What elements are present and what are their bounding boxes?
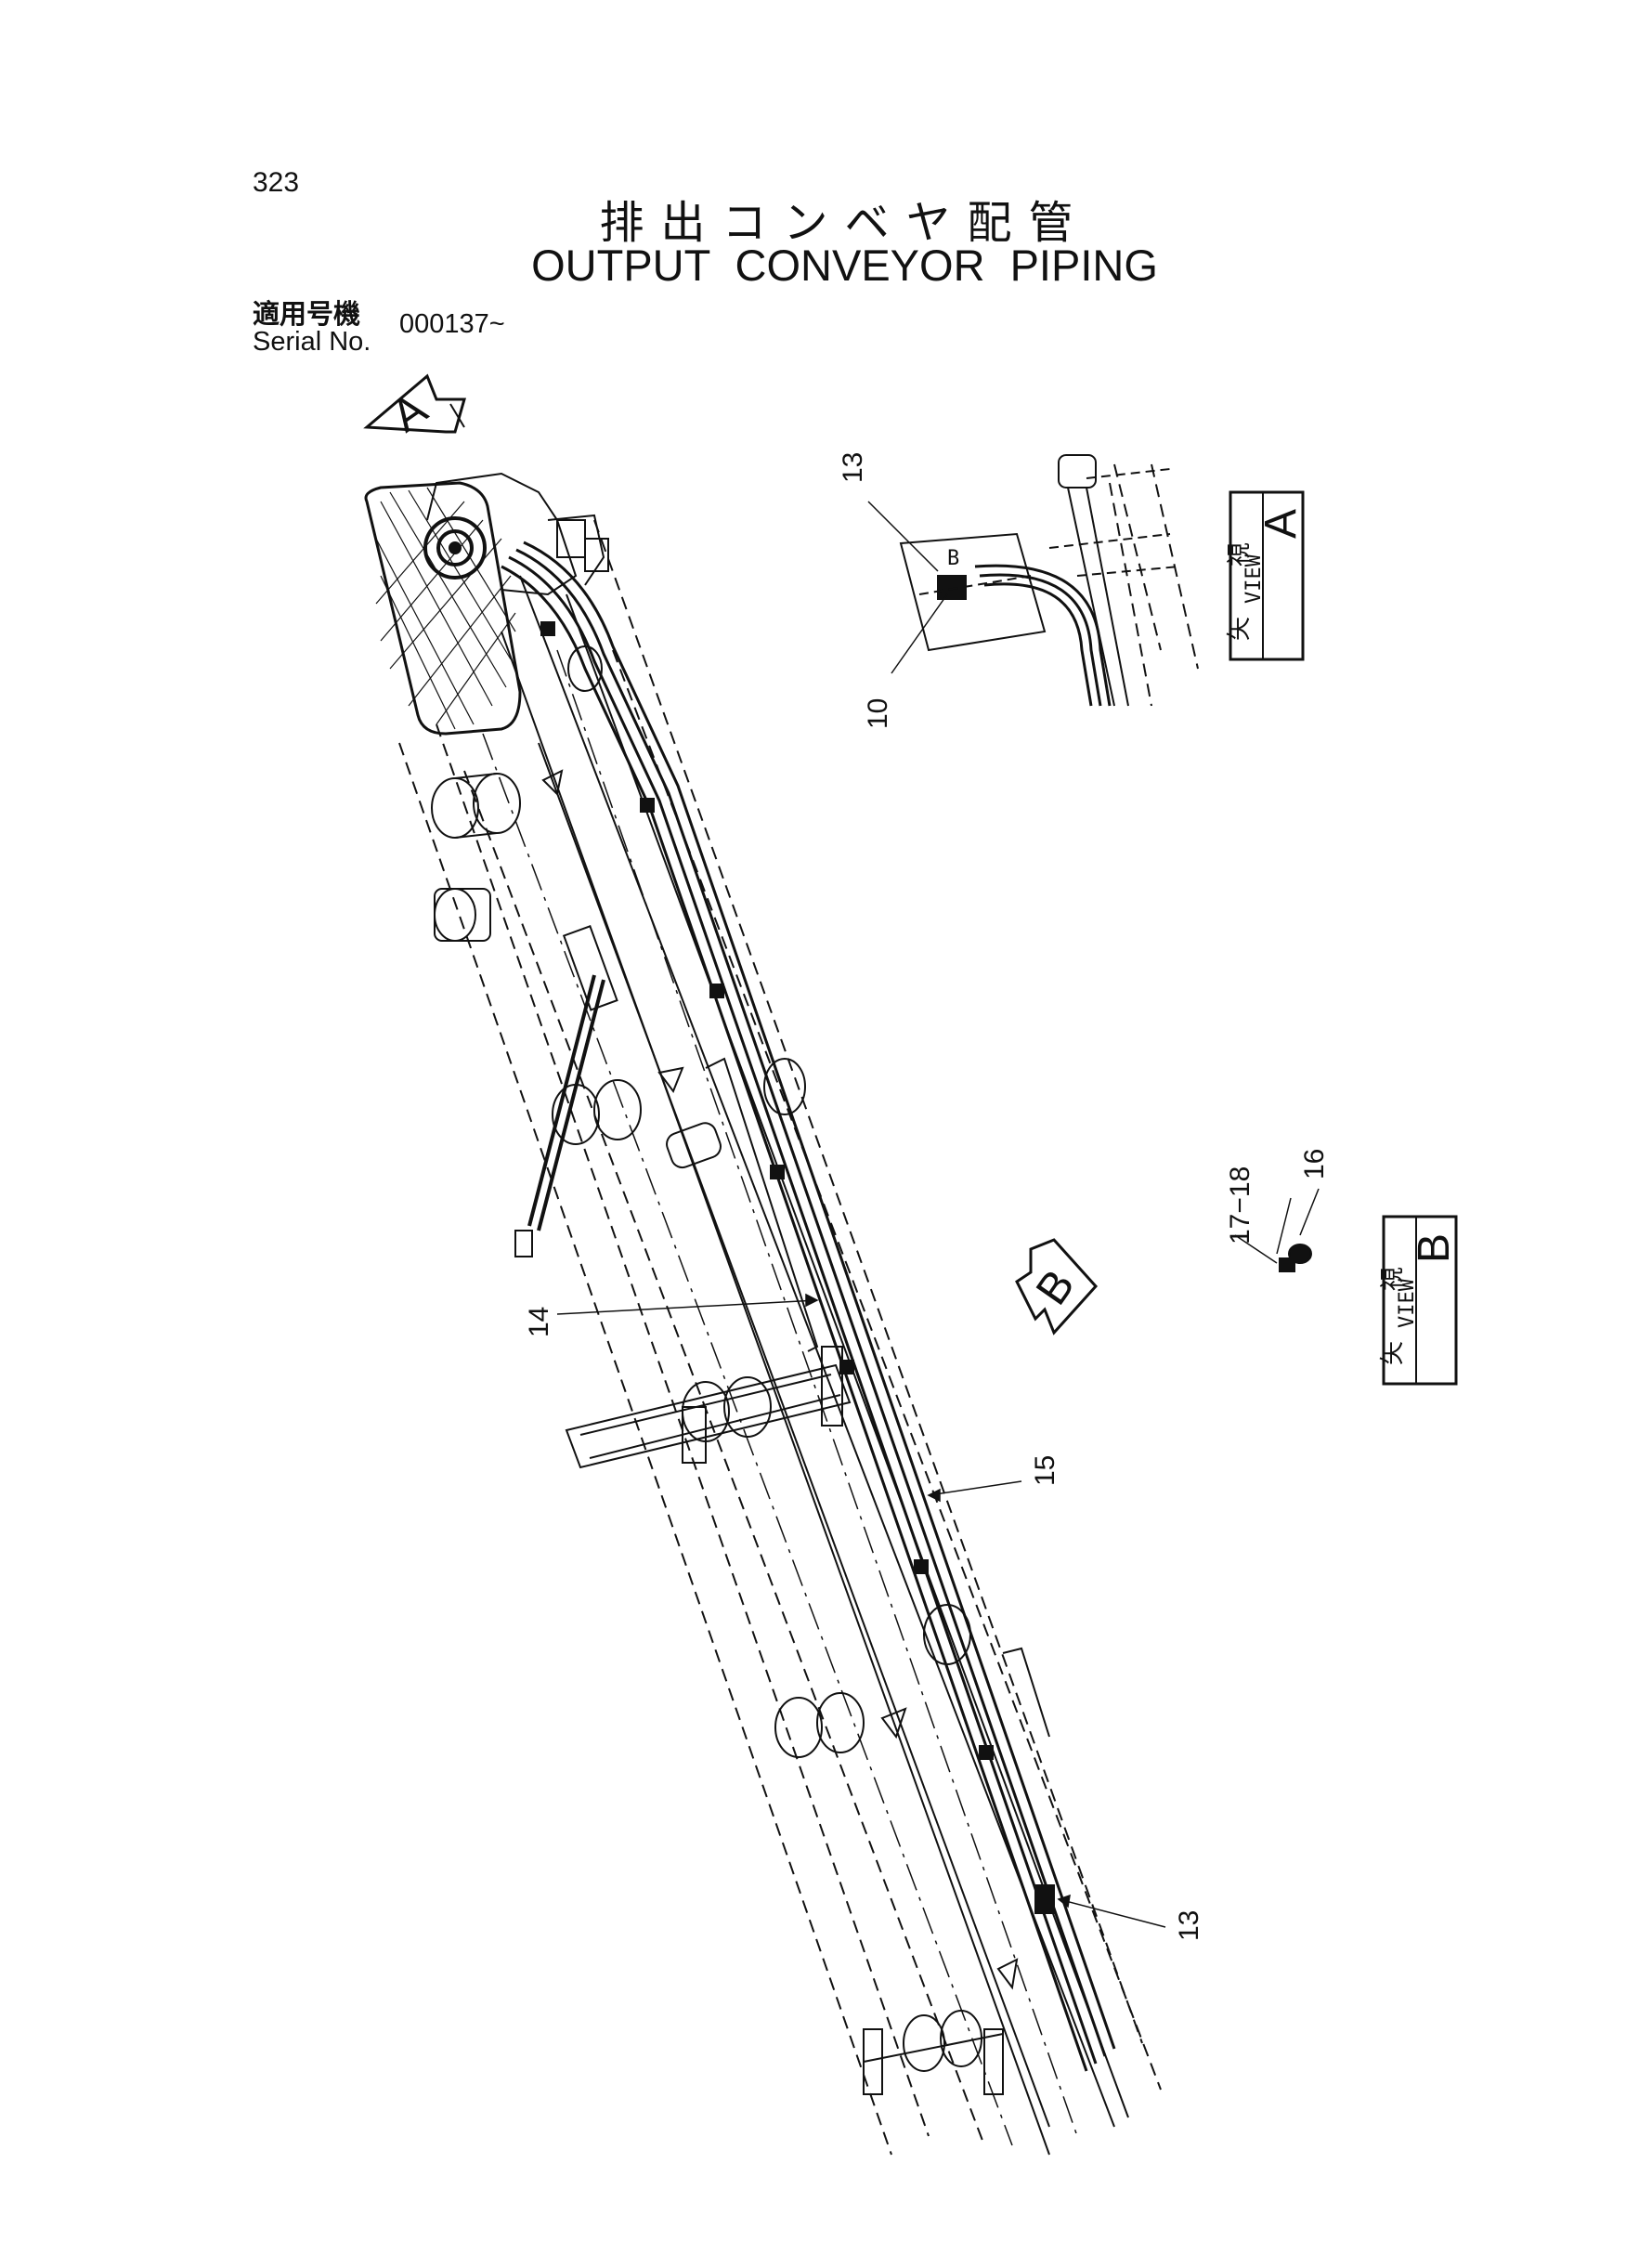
view-a-direction-arrow: A	[363, 373, 466, 442]
callout-leaders	[556, 501, 1320, 1928]
view-a-label-box: 矢 視 VIEW A	[1226, 490, 1306, 661]
view-a-en: VIEW	[1242, 554, 1266, 604]
callout-17-18: 17−18	[1225, 1166, 1255, 1244]
view-b-jp-left: 矢	[1379, 1341, 1407, 1365]
page-title: OUTPUT CONVEYOR PIPING	[531, 241, 1158, 290]
serial-number-range: 000137~	[399, 309, 505, 339]
view-a-letter: A	[1256, 509, 1306, 539]
callout-16: 16	[1299, 1149, 1330, 1179]
hydraulic-hose-run	[501, 541, 1116, 2072]
callout-10: 10	[863, 698, 893, 729]
arrow-marker-b-letter: B	[1027, 1261, 1085, 1314]
serial-label: Serial No.	[253, 327, 371, 357]
idler-rollers	[431, 645, 982, 2072]
page-title-japanese: 排出コンベヤ配管	[599, 197, 1090, 249]
callout-13-bottom: 13	[1174, 1910, 1204, 1941]
serial-label-japanese: 適用号機	[253, 298, 361, 330]
view-b-en: VIEW	[1396, 1278, 1419, 1328]
view-b-letter: B	[1410, 1233, 1459, 1263]
view-b-detail	[1279, 1244, 1312, 1272]
view-a-jp-right: 視	[1226, 542, 1254, 567]
callout-14: 14	[524, 1307, 554, 1337]
callout-13-top: 13	[838, 452, 868, 483]
view-b-jp-right: 視	[1379, 1267, 1407, 1291]
view-a-jp-left: 矢	[1226, 617, 1254, 641]
view-a-detail: B	[899, 454, 1199, 707]
view-b-label-box: 矢 視 VIEW B	[1379, 1215, 1459, 1386]
frame-brackets	[514, 769, 1050, 2095]
view-b-direction-arrow: B	[1015, 1238, 1099, 1335]
page-number: 323	[253, 167, 300, 198]
view-a-b-marker: B	[947, 547, 959, 570]
hose-clamps	[540, 621, 1055, 1914]
arrow-marker-a-letter: A	[384, 384, 436, 442]
conveyor-head-end	[364, 472, 609, 736]
callout-15: 15	[1030, 1455, 1060, 1486]
